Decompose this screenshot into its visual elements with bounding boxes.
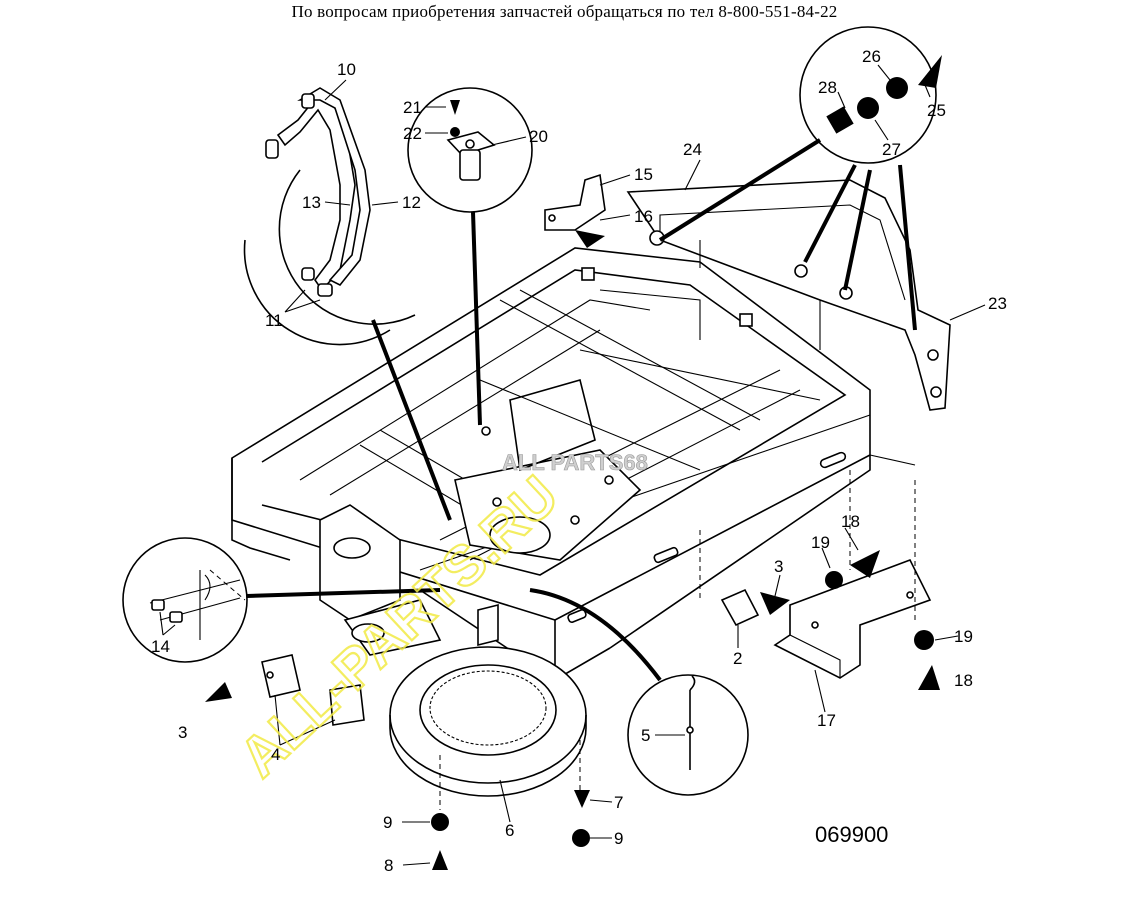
cover-plate-2 (720, 588, 760, 627)
detail-pin (407, 87, 533, 213)
detail-fasteners (799, 26, 942, 164)
callout-3-left: 3 (178, 723, 187, 742)
assembly-lines (209, 470, 916, 810)
callout-9-left: 9 (383, 813, 392, 832)
callout-22: 22 (403, 124, 422, 143)
callout-23: 23 (988, 294, 1007, 313)
callout-25: 25 (927, 101, 946, 120)
callout-19-top: 19 (811, 533, 830, 552)
bracket-15-16 (544, 173, 606, 231)
callout-16: 16 (634, 207, 653, 226)
callout-15: 15 (634, 165, 653, 184)
cover-plates-4 (261, 654, 365, 726)
callout-12: 12 (402, 193, 421, 212)
callout-7: 7 (614, 793, 623, 812)
logo-watermark: ALL PARTS68 (502, 450, 648, 475)
chassis-frame (231, 247, 916, 682)
bracket-17 (773, 558, 932, 679)
callout-26: 26 (862, 47, 881, 66)
detail-pipes (243, 87, 416, 346)
callout-3-right: 3 (774, 557, 783, 576)
callout-leaders (159, 64, 986, 866)
callout-28: 28 (818, 78, 837, 97)
symbols (205, 100, 940, 870)
callout-labels: 10 13 12 11 21 22 20 15 16 24 26 28 25 2… (151, 47, 1007, 875)
callout-2: 2 (733, 649, 742, 668)
callout-19-bottom: 19 (954, 627, 973, 646)
callout-27: 27 (882, 140, 901, 159)
callout-17: 17 (817, 711, 836, 730)
callout-9-right: 9 (614, 829, 623, 848)
callout-14: 14 (151, 637, 170, 656)
callout-8: 8 (384, 856, 393, 875)
detail-fittings (122, 537, 248, 663)
callout-6: 6 (505, 821, 514, 840)
callout-13: 13 (302, 193, 321, 212)
callout-18-bottom: 18 (954, 671, 973, 690)
callout-21: 21 (403, 98, 422, 117)
callout-24: 24 (683, 140, 702, 159)
callout-10: 10 (337, 60, 356, 79)
detail-leaders (246, 138, 917, 682)
callout-11: 11 (265, 311, 283, 330)
callout-20: 20 (529, 127, 548, 146)
callout-18-top: 18 (841, 512, 860, 531)
page-header: По вопросам приобретения запчастей обращ… (291, 2, 838, 21)
callout-4: 4 (271, 745, 280, 764)
slew-ring-6 (389, 646, 587, 797)
callout-5: 5 (641, 726, 650, 745)
diagram-code: 069900 (815, 822, 888, 847)
counterweight (626, 179, 951, 411)
detail-lever (627, 674, 749, 796)
